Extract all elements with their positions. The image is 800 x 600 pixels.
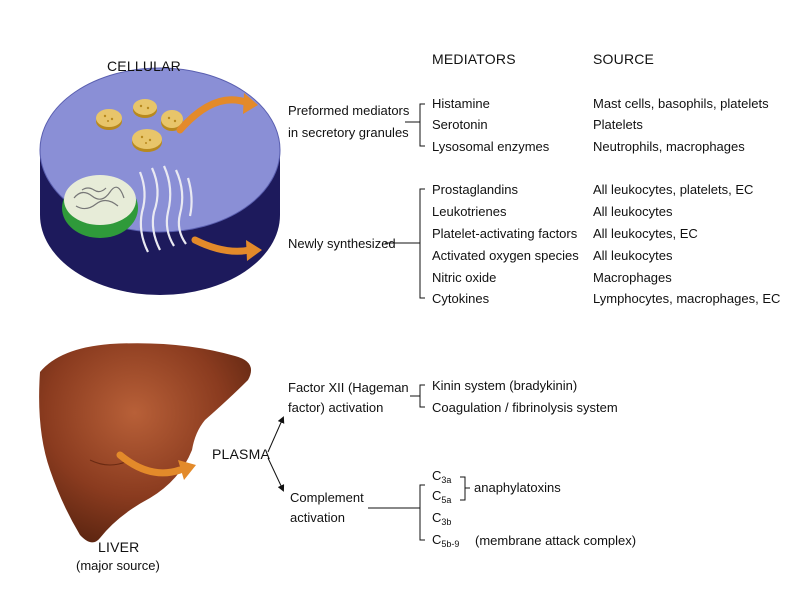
mediator-oxygen-species: Activated oxygen species [432, 248, 579, 263]
preformed-label-line1: Preformed mediators [288, 103, 410, 118]
nucleus [62, 175, 138, 238]
mac-label: (membrane attack complex) [475, 533, 637, 548]
c5a: C5a [432, 488, 452, 505]
c5b9: C5b-9 [432, 532, 460, 549]
source-header: SOURCE [593, 51, 655, 67]
source-prostaglandins: All leukocytes, platelets, EC [593, 182, 754, 197]
secretory-granules [96, 99, 183, 152]
source-serotonin: Platelets [593, 117, 643, 132]
source-oxygen-species: All leukocytes [593, 248, 673, 263]
arrow-head-newly [246, 240, 262, 261]
factor12-label-line2: factor) activation [288, 400, 384, 415]
c3b: C3b [432, 510, 452, 527]
cell-illustration [39, 67, 281, 295]
liver-label: LIVER [98, 539, 140, 555]
complement-label-line2: activation [290, 510, 345, 525]
mediator-nitric-oxide: Nitric oxide [432, 270, 497, 285]
mediator-paf: Platelet-activating factors [432, 226, 578, 241]
coagulation-system: Coagulation / fibrinolysis system [432, 400, 618, 415]
mediator-histamine: Histamine [432, 96, 490, 111]
preformed-label-line2: in secretory granules [288, 125, 409, 140]
liver-illustration [39, 343, 252, 543]
source-nitric-oxide: Macrophages [593, 270, 672, 285]
mediator-serotonin: Serotonin [432, 117, 488, 132]
liver-arrow [116, 451, 184, 477]
plasma-label: PLASMA [212, 446, 270, 462]
c3a: C3a [432, 468, 452, 485]
mediator-prostaglandins: Prostaglandins [432, 182, 518, 197]
newly-synthesized-label: Newly synthesized [288, 236, 396, 251]
source-cytokines: Lymphocytes, macrophages, EC [593, 291, 781, 306]
cell-arrows [176, 96, 254, 255]
source-leukotrienes: All leukocytes [593, 204, 673, 219]
source-lysosomal-enzymes: Neutrophils, macrophages [593, 139, 745, 154]
complement-label-line1: Complement [290, 490, 364, 505]
endoplasmic-reticulum [138, 165, 193, 253]
factor12-label-line1: Factor XII (Hageman [288, 380, 409, 395]
source-histamine: Mast cells, basophils, platelets [593, 96, 769, 111]
liver-sub-label: (major source) [76, 558, 160, 573]
mediator-lysosomal-enzymes: Lysosomal enzymes [432, 139, 550, 154]
connectors [267, 103, 470, 541]
cellular-label: CELLULAR [107, 58, 181, 74]
mediator-cytokines: Cytokines [432, 291, 490, 306]
mediator-leukotrienes: Leukotrienes [432, 204, 507, 219]
anaphylatoxins-label: anaphylatoxins [474, 480, 561, 495]
kinin-system: Kinin system (bradykinin) [432, 378, 578, 393]
arrow-head-liver [178, 460, 196, 480]
arrow-head-preformed [243, 93, 258, 114]
mediators-header: MEDIATORS [432, 51, 516, 67]
source-paf: All leukocytes, EC [593, 226, 698, 241]
